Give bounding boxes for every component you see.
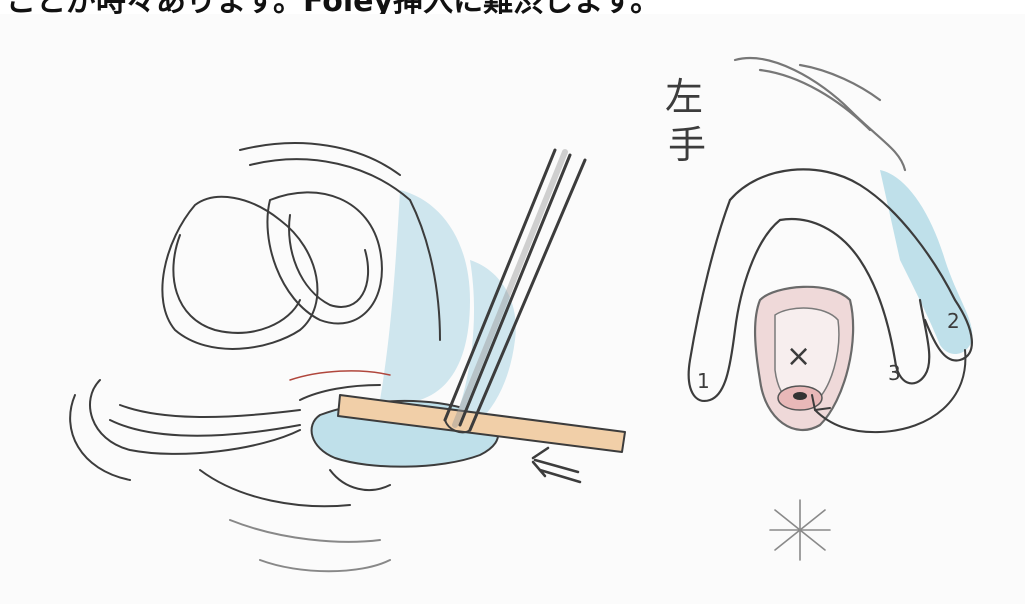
finger-label-1: 1 (697, 369, 710, 393)
svg-text:手: 手 (668, 123, 706, 167)
pencil-illustration: 左 手 1 2 3 × (0, 14, 1025, 604)
cross-mark: × (786, 339, 811, 374)
finger-label-2: 2 (947, 309, 960, 333)
handwritten-label-left-hand: 左 (665, 75, 703, 119)
finger-label-3: 3 (888, 361, 901, 385)
